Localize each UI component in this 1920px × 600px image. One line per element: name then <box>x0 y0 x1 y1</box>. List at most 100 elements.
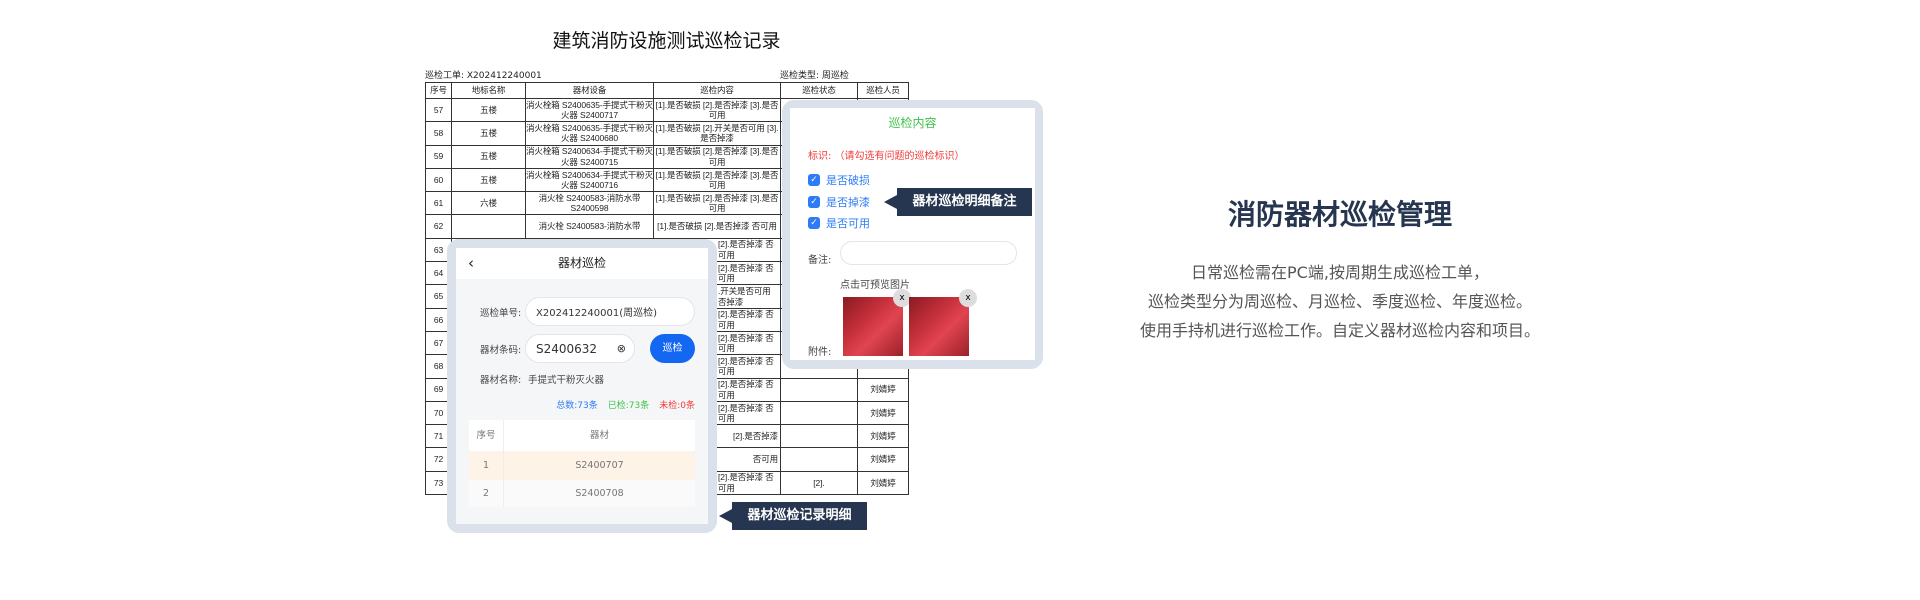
inspection-content-popup: 巡检内容 标识: （请勾选有问题的巡检标识） ✓ 是否破损 ✓ 是否掉漆 ✓ 是否可用… <box>782 100 1043 369</box>
table-cell-text: [2].是否掉漆 否可用 <box>718 309 774 330</box>
table-cell-text: .开关是否可用 否掉漆 <box>718 286 771 307</box>
attachment-image[interactable]: x <box>843 289 911 356</box>
table-cell: [1].是否破损 [2].是否掉漆 [3].是否可用 <box>653 167 781 193</box>
attach-label: 附件: <box>808 347 832 358</box>
column-header: 序号 <box>425 82 452 99</box>
table-cell-text: [2].是否掉漆 否可用 <box>718 402 774 424</box>
col-equipment: 器材 <box>589 430 609 441</box>
table-cell: 58 <box>425 121 452 146</box>
table-cell: 刘婧婷 <box>857 424 909 449</box>
table-cell-text: [2].是否掉漆 否可用 <box>718 332 774 354</box>
table-cell: 五楼 <box>451 121 526 146</box>
inspection-type: 巡检类型: 周巡检 <box>780 71 849 81</box>
table-cell-text: 否可用 <box>752 454 778 465</box>
table-cell-text: [2].是否掉漆 <box>732 431 778 442</box>
list-row[interactable]: 1 S2400707 <box>469 451 695 480</box>
table-cell-text: [2].是否掉漆 否可用 <box>718 355 774 377</box>
attachment-image[interactable]: x <box>909 289 977 356</box>
checkbox-label: 是否掉漆 <box>826 196 870 209</box>
unchecked-count: 未检:0条 <box>659 401 695 411</box>
table-cell: 61 <box>425 191 452 216</box>
document-title: 建筑消防设施测试巡检记录 <box>552 30 781 52</box>
table-cell <box>780 377 858 402</box>
checkbox-damaged[interactable]: ✓ 是否破损 <box>808 172 870 188</box>
table-cell: 五楼 <box>451 144 526 169</box>
list-row[interactable]: 2 S2400708 <box>469 480 695 507</box>
checkbox-usable[interactable]: ✓ 是否可用 <box>808 215 870 231</box>
checked-count: 已检:73条 <box>607 401 650 411</box>
checkbox-label: 是否可用 <box>826 217 870 230</box>
back-icon[interactable]: ‹ <box>468 254 474 272</box>
check-icon: ✓ <box>808 174 820 186</box>
table-cell: [1].是否破损 [2].是否掉漆 [3].是否可用 <box>653 144 781 169</box>
remark-input[interactable] <box>840 241 1017 265</box>
total-count: 总数:73条 <box>556 401 598 411</box>
order-input[interactable]: X202412240001(周巡检) <box>525 297 695 326</box>
preview-hint: 点击可预览图片 <box>840 280 910 291</box>
table-cell: 消火栓箱 S2400635-手提式干粉灭火器 S2400717 <box>525 97 654 123</box>
hint-label: 标识: （请勾选有问题的巡检标识） <box>808 151 965 162</box>
table-cell: 刘婧婷 <box>857 470 909 496</box>
check-icon: ✓ <box>808 196 820 208</box>
table-cell: [1].是否破损 [2].是否掉漆 否可用 <box>653 214 781 239</box>
table-cell <box>780 424 858 449</box>
column-header: 巡检状态 <box>780 82 858 99</box>
intro-line: 使用手持机进行巡检工作。自定义器材巡检内容和项目。 <box>1139 321 1540 340</box>
table-cell <box>780 400 858 426</box>
remove-icon[interactable]: x <box>959 289 977 307</box>
table-cell: 60 <box>425 167 452 193</box>
intro-line: 巡检类型分为周巡检、月巡检、季度巡检、年度巡检。 <box>1147 292 1532 311</box>
table-cell: 消火栓箱 S2400634-手提式干粉灭火器 S2400716 <box>525 167 654 193</box>
table-cell-text: [2].是否掉漆 否可用 <box>718 472 774 493</box>
table-cell: 消火栓箱 S2400635-手提式干粉灭火器 S2400680 <box>525 121 654 146</box>
name-value: 手提式干粉灭火器 <box>528 375 605 386</box>
checkbox-paint[interactable]: ✓ 是否掉漆 <box>808 194 870 210</box>
table-cell: 刘婧婷 <box>857 447 909 472</box>
clear-icon[interactable]: ⊗ <box>616 342 626 355</box>
column-header: 器材设备 <box>525 82 654 99</box>
checkbox-label: 是否破损 <box>826 174 870 187</box>
table-cell: [1].是否破损 [2].是否掉漆 [3].是否可用 <box>653 97 781 123</box>
intro-title: 消防器材巡检管理 <box>1227 198 1452 231</box>
code-label: 器材条码: <box>480 345 522 356</box>
table-cell-text: [2].是否掉漆 否可用 <box>718 239 774 260</box>
equipment-inspection-mobile: ‹器材巡检 巡检单号: X202412240001(周巡检) 器材条码: S24… <box>447 239 717 533</box>
order-label: 巡检单号: <box>480 308 522 319</box>
table-cell: 刘婧婷 <box>857 400 909 426</box>
table-cell: 62 <box>425 214 452 239</box>
table-cell: 六楼 <box>451 191 526 216</box>
column-header: 地标名称 <box>451 82 526 99</box>
row-seq: 1 <box>469 451 504 480</box>
table-cell: [1].是否破损 [2].是否掉漆 [3].是否可用 <box>653 191 781 216</box>
row-equipment: S2400707 <box>575 460 624 471</box>
name-label: 器材名称: <box>480 375 522 386</box>
row-seq: 2 <box>469 480 504 507</box>
table-cell: 57 <box>425 97 452 123</box>
table-cell: 消火栓 S2400583-消防水带 S2400598 <box>525 191 654 216</box>
table-cell: 五楼 <box>451 97 526 123</box>
code-input[interactable]: S2400632 <box>536 341 598 356</box>
table-cell: 刘婧婷 <box>857 377 909 402</box>
mobile-title: 器材巡检 <box>557 256 606 270</box>
table-cell-text: [2].是否掉漆 否可用 <box>718 262 774 284</box>
callout-remark: 器材巡检明细备注 <box>884 188 1032 216</box>
intro-line: 日常巡检需在PC端,按周期生成巡检工单， <box>1191 263 1489 282</box>
callout-record: 器材巡检记录明细 <box>719 502 867 530</box>
remove-icon[interactable]: x <box>893 289 911 307</box>
table-cell <box>451 214 526 239</box>
table-cell: 59 <box>425 144 452 169</box>
column-header: 巡检内容 <box>653 82 781 99</box>
remark-label: 备注: <box>808 255 832 266</box>
row-equipment: S2400708 <box>575 488 624 499</box>
table-cell: 消火栓箱 S2400634-手提式干粉灭火器 S2400715 <box>525 144 654 169</box>
check-icon: ✓ <box>808 217 820 229</box>
table-cell <box>780 447 858 472</box>
popup-title: 巡检内容 <box>888 116 937 130</box>
table-cell: 消火栓 S2400583-消防水带 <box>525 214 654 239</box>
inspect-button[interactable]: 巡检 <box>650 334 695 363</box>
table-cell-text: [2].是否掉漆 否可用 <box>718 379 774 400</box>
column-header: 巡检人员 <box>857 82 909 99</box>
order-number: 巡检工单: X202412240001 <box>425 71 542 81</box>
table-cell: 五楼 <box>451 167 526 193</box>
